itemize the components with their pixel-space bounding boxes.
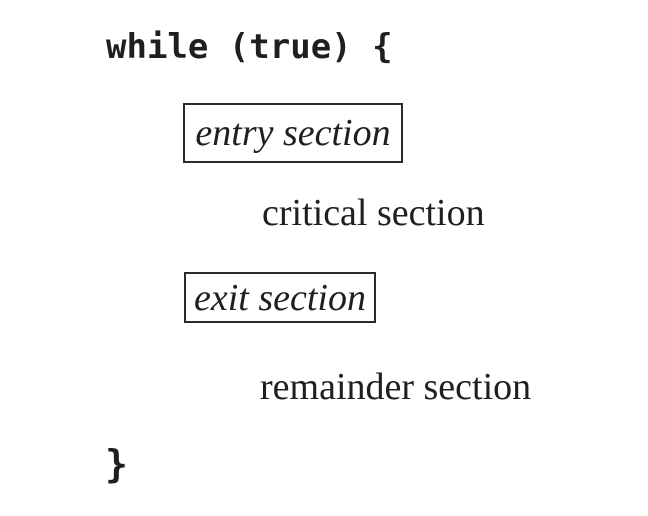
critical-section-label: critical section xyxy=(262,192,485,234)
entry-section-box: entry section xyxy=(183,103,403,163)
closing-brace: } xyxy=(105,442,128,486)
exit-section-box: exit section xyxy=(184,272,376,323)
exit-section-label: exit section xyxy=(194,276,366,319)
remainder-section-label: remainder section xyxy=(260,366,532,408)
entry-section-label: entry section xyxy=(195,112,391,154)
while-loop-header: while (true) { xyxy=(106,27,393,67)
